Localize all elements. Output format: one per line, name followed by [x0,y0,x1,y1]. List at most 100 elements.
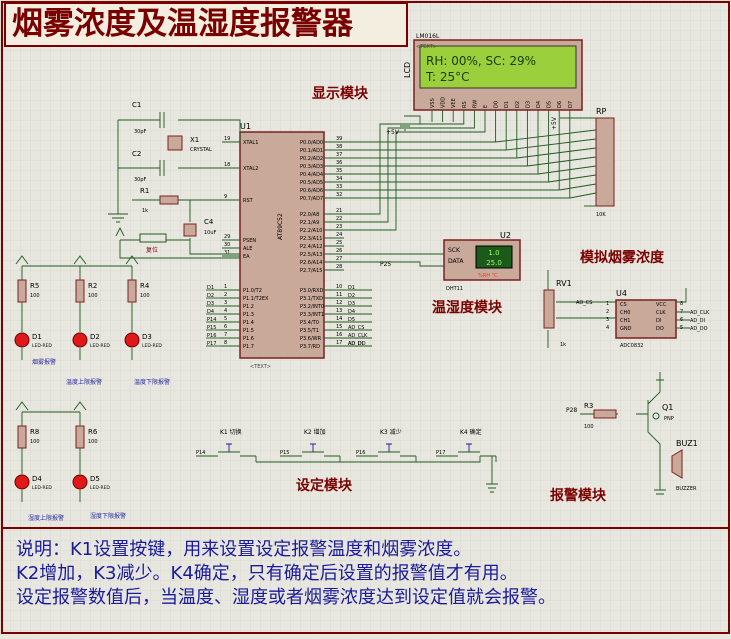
resistor-r1[interactable]: R1 1k [140,187,179,214]
key-net: P15 [280,450,289,456]
dht11-sensor[interactable]: 1.0 25.0 %RH °C SCK DATA U2 DHT11 [443,231,521,292]
net-label: D1 [348,285,355,291]
section-label-temp-hum: 温湿度模块 [432,299,503,316]
key-actuator [226,443,232,452]
bus-line [344,122,518,159]
crystal-x1[interactable]: X1 CRYSTAL [167,135,212,153]
notes-line-3: 设定报警数值后，当温度、湿度或者烟雾浓度达到设定值就会报警。 [16,587,556,608]
notes-block: 说明：K1设置按键，用来设置设定报警温度和烟雾浓度。 K2增加，K3减少。K4确… [16,538,716,610]
potentiometer-rv1[interactable]: RV1 1k [543,279,572,348]
lcd-module[interactable]: RH: 00%, SC: 29% T: 25°C LM016L <TEXT> L… [403,33,583,122]
mcu-chip[interactable]: U1 AT89C52 <TEXT> 19XTAL118XTAL29RST29PS… [222,122,344,370]
bus-line [344,122,507,151]
r1-value: 1k [142,208,148,214]
lcd-pin-label: VEE [451,98,457,108]
net-label: D2 [207,293,214,299]
lcd-pin-label: RW [472,100,478,108]
capacitor-c4[interactable]: C4 10uF [183,218,217,237]
mcu-pin-number: 29 [224,234,230,240]
key-actuator [386,443,392,452]
rv1-ref: RV1 [556,279,572,288]
key-ground-wires [480,455,498,493]
adc-pin-name: DO [656,326,664,332]
net-label: D2 [348,293,355,299]
led-resistor-ref: R6 [88,428,98,436]
net-label: D4 [348,309,355,315]
lcd-pin-label: D7 [568,101,574,108]
mcu-pin-number: 5 [224,316,227,322]
mcu-pin-name: P1.6 [243,336,254,342]
adc-wires [547,270,690,348]
led-resistor-ref: R8 [30,428,39,436]
lcd-pin-label: D2 [515,101,521,108]
mcu-pin-number: 6 [224,324,227,330]
dht-display [475,245,513,269]
r1-ref: R1 [140,187,149,195]
section-label-display: 显示模块 [312,85,369,102]
led-model: LED-RED [90,343,110,349]
mcu-pin-number: 27 [336,256,342,262]
led-model: LED-RED [90,485,110,491]
mcu-pin-number: 32 [336,192,342,198]
mcu-pin-number: 21 [336,208,342,214]
r3-value: 100 [584,424,594,430]
led-ref: D2 [90,333,100,341]
led-indicators: R5100D1LED-RED烟雾报警R2100D2LED-RED温度上限报警R4… [14,255,170,522]
mcu-pin-number: 4 [224,308,227,314]
vcc-label-lcd: +5V [386,129,400,136]
mcu-pin-number: 7 [224,332,227,338]
mcu-pin-number: 31 [224,250,230,256]
transistor-q1[interactable]: Q1 PNP [652,403,674,422]
section-label-alarm: 报警模块 [550,487,607,504]
rv1-value: 1k [560,342,566,348]
reset-circuit [115,199,240,259]
led-resistor [127,279,137,303]
mcu-pin-name: P1.0/T2 [243,288,262,294]
led-label: 烟雾报警 [32,358,56,366]
buzzer-buz1[interactable]: BUZ1 BUZZER [671,439,698,492]
led-resistor-ref: R5 [30,282,39,290]
mcu-pin-name: P3.0/RXD [300,288,324,294]
reset-button[interactable]: 复位 [139,233,167,254]
q1-model: PNP [664,416,674,422]
mcu-pin-name: P0.7/AD7 [300,196,323,202]
lcd-ref: LCD [403,62,412,78]
adc-net-label: AD_DO [690,326,708,332]
led-label: 湿度上限报警 [28,514,64,522]
section-label-setting: 设定模块 [296,477,353,494]
mcu-pin-number: 38 [336,144,342,150]
bus-line [527,156,597,167]
mcu-pin-name: XTAL2 [243,166,258,172]
vcc-arrow [125,255,139,265]
bus-line [344,122,539,175]
led-resistor [75,279,85,303]
mcu-pin-name: P1.4 [243,320,254,326]
section-label-smoke: 模拟烟雾浓度 [580,249,665,266]
adc-cs-net: AD_CS [576,300,592,306]
mcu-pin-number: 2 [224,292,227,298]
mcu-pin-name: P2.6/A14 [300,260,322,266]
led-resistor [17,425,27,449]
bus-line [516,147,597,159]
control-line [344,122,475,223]
net-label: D3 [207,301,214,307]
mcu-pin-number: 23 [336,224,342,230]
resistor-r3[interactable]: R3 100 [584,402,617,430]
mcu-pin-name: P3.3/INT1 [300,312,324,318]
x1-value: CRYSTAL [190,147,212,153]
control-line [344,122,465,215]
resistor-pack-rp[interactable]: RP 10K [595,107,615,218]
